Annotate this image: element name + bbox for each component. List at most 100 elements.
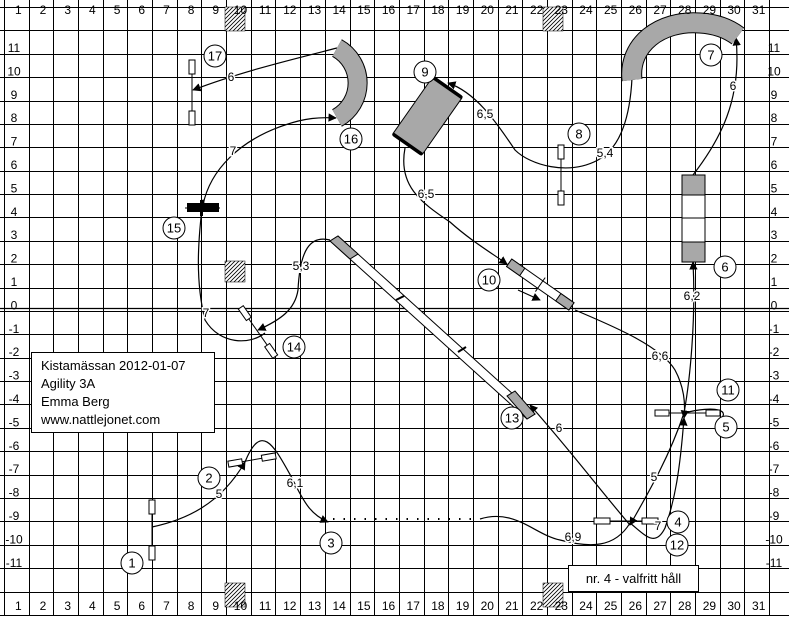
svg-text:14: 14 (287, 340, 301, 355)
grid-col-label: 1 (15, 3, 22, 17)
grid-row-label: 5 (11, 181, 18, 195)
tunnel-9 (392, 76, 463, 156)
grid-col-label: 27 (653, 599, 667, 613)
grid-row-label: -9 (9, 509, 20, 523)
grid-col-label: 23 (555, 3, 569, 17)
grid-col-label: 15 (357, 3, 371, 17)
grid-col-label: 20 (481, 3, 495, 17)
obstacle-number-11: 11 (716, 378, 740, 402)
distance-label: 6,9 (565, 530, 582, 544)
path-13-14 (257, 238, 331, 331)
grid-row-label: -1 (9, 322, 20, 336)
grid-col-label: 3 (64, 3, 71, 17)
distance-label: 7 (230, 144, 237, 158)
grid-col-label: 3 (64, 599, 71, 613)
grid-col-label: 24 (579, 3, 593, 17)
grid-row-label: -11 (6, 556, 23, 570)
note-box: nr. 4 - valfritt håll (568, 565, 699, 592)
path-15-16 (202, 113, 337, 206)
grid-row-label: -2 (769, 345, 780, 359)
obstacle-number-1: 1 (120, 551, 144, 575)
obstacle-number-10: 10 (477, 268, 501, 292)
svg-text:12: 12 (670, 538, 684, 553)
svg-text:16: 16 (344, 132, 358, 147)
distance-label: 5,3 (293, 259, 310, 273)
grid-row-label: 6 (771, 158, 778, 172)
grid-col-label: 16 (382, 599, 396, 613)
grid-col-label: 10 (234, 599, 248, 613)
grid-row-label: 1 (771, 275, 778, 289)
grid-col-label: 2 (40, 3, 47, 17)
grid-col-label: 4 (89, 3, 96, 17)
grid-col-label: 14 (333, 599, 347, 613)
svg-text:13: 13 (505, 411, 519, 426)
obstacle-number-12: 12 (665, 533, 689, 557)
grid-col-label: 12 (283, 3, 297, 17)
grid-row-label: -7 (9, 462, 20, 476)
grid-row-label: 2 (771, 252, 778, 266)
jump-8 (557, 144, 565, 206)
grid-row-label: -10 (5, 532, 23, 546)
distance-label: 5,4 (597, 146, 614, 160)
grid-col-label: 22 (530, 3, 544, 17)
grid-col-label: 29 (703, 599, 717, 613)
svg-text:5: 5 (722, 420, 729, 435)
grid-row-label: 8 (771, 111, 778, 125)
distance-label: 6 (730, 79, 737, 93)
path-12-13 (529, 404, 631, 526)
path-6-7 (692, 37, 741, 176)
svg-text:6: 6 (721, 260, 728, 275)
grid-col-label: 6 (138, 599, 145, 613)
grid-col-label: 25 (604, 599, 618, 613)
grid-col-label: 7 (163, 599, 170, 613)
dogwalk-13 (329, 235, 536, 420)
distance-label: 6,2 (684, 289, 701, 303)
grid-row-label: 4 (11, 205, 18, 219)
grid-row-label: -3 (9, 369, 20, 383)
svg-text:15: 15 (167, 221, 181, 236)
grid-col-label: 9 (212, 3, 219, 17)
event-class: Agility 3A (41, 376, 96, 391)
grid-row-label: 4 (771, 205, 778, 219)
svg-text:8: 8 (575, 127, 582, 142)
grid-col-label: 9 (212, 599, 219, 613)
grid-row-label: -5 (769, 415, 780, 429)
obstacle-number-14: 14 (282, 335, 306, 359)
jump-11 (654, 409, 721, 417)
grid-labels: 1122334455667788991010111112121313141415… (5, 3, 783, 613)
grid-col-label: 17 (407, 3, 421, 17)
grid-row-label: 10 (7, 64, 21, 78)
svg-text:9: 9 (421, 65, 428, 80)
grid-col-label: 13 (308, 599, 322, 613)
grid-row-label: 0 (771, 298, 778, 312)
grid-row-label: -8 (769, 486, 780, 500)
obstacle-number-8: 8 (567, 122, 591, 146)
grid-col-label: 19 (456, 3, 470, 17)
grid-col-label: 1 (15, 599, 22, 613)
obstacle-number-2: 2 (197, 466, 221, 490)
grid-row-label: 2 (11, 252, 18, 266)
grid-col-label: 8 (188, 3, 195, 17)
grid-col-label: 23 (555, 599, 569, 613)
distance-label: 6 (228, 70, 235, 84)
grid-row-label: -6 (9, 439, 20, 453)
svg-text:11: 11 (721, 383, 735, 398)
path-16-17 (192, 47, 338, 92)
distance-label: 6,1 (287, 476, 304, 490)
jump-17 (188, 59, 196, 126)
jump-14 (237, 305, 279, 359)
grid-col-label: 14 (333, 3, 347, 17)
grid-col-label: 25 (604, 3, 618, 17)
tunnel-16 (332, 40, 367, 126)
svg-text:7: 7 (707, 48, 714, 63)
path-14-15 (197, 199, 266, 342)
grid-row-label: 6 (11, 158, 18, 172)
distance-label: 6,5 (418, 187, 435, 201)
distance-label: 7 (203, 306, 210, 320)
grid-row-label: 11 (768, 41, 781, 55)
distance-label: 5 (216, 487, 223, 501)
grid-row-label: 1 (11, 275, 18, 289)
svg-text:17: 17 (208, 49, 222, 64)
